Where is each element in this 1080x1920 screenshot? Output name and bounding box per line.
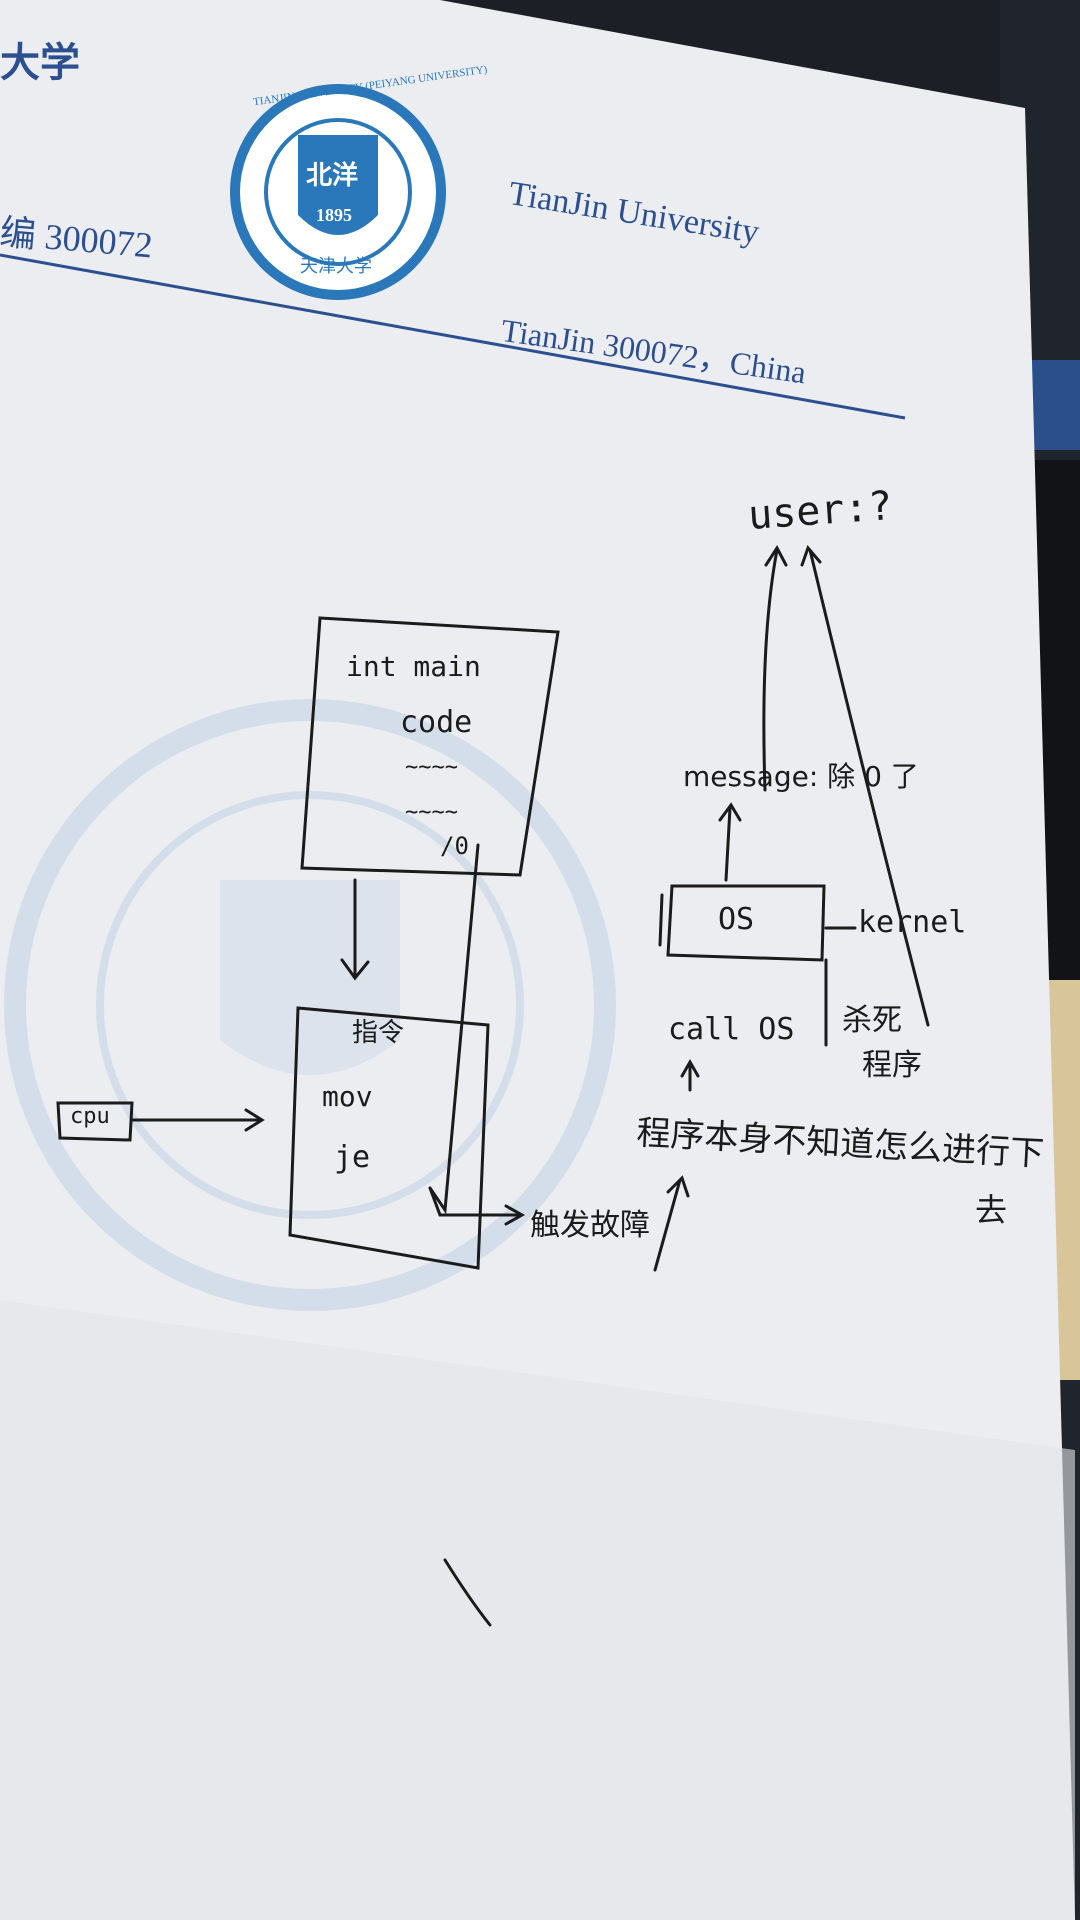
arrow-os-to-message [718,802,742,882]
arrow-cpu-to-instructions [130,1108,265,1132]
kill-label-line2: 程序 [862,1048,922,1083]
kernel-label: kernel [858,905,967,940]
arrow-trigger-to-note [653,1175,690,1272]
university-seal [230,84,446,300]
seal-year: 1895 [316,205,352,225]
code-line-main: int main [346,650,481,683]
instruction-box-title: 指令 [352,1018,405,1048]
code-line-divide-zero: /0 [440,832,469,860]
instruction-je: je [334,1140,371,1175]
code-box [300,616,560,877]
cpu-box [56,1101,134,1142]
trigger-exception-label: 触发故障 [530,1208,650,1243]
code-line-code: code [400,705,473,740]
cpu-label: cpu [70,1104,110,1129]
instruction-mov: mov [322,1080,373,1113]
arrow-to-user-right [800,545,930,1027]
arrow-code-to-instructions [340,878,370,981]
os-box [658,884,826,962]
instruction-box [288,1006,490,1270]
os-label: OS [718,902,755,937]
arrow-note-to-call [680,1058,700,1092]
partial-university-name: 大学 [0,40,80,85]
kill-label-line1: 杀死 [842,1003,902,1038]
stray-mark [443,1558,492,1627]
message-label: message: 除 0 了 [683,760,919,793]
arrow-to-user-left [762,545,788,792]
code-line-squiggle-2: ~~~~ [405,800,458,825]
exception-path [428,843,526,1226]
call-os-label: call OS [668,1012,795,1047]
seal-center: 北洋 [306,161,359,190]
seal-chinese: 天津大学 [300,256,372,276]
program-note-line2: 去 [975,1191,1008,1229]
code-line-squiggle-1: ~~~~ [405,755,458,780]
